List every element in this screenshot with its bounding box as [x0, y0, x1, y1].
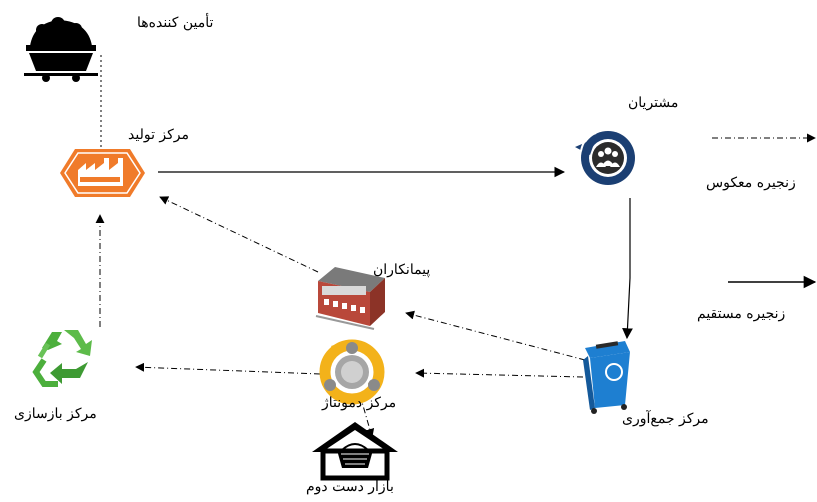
collection-label: مرکز جمع‌آوری — [622, 411, 709, 427]
production-label: مرکز تولید — [128, 127, 190, 143]
coal-cart-icon — [24, 17, 98, 82]
legend-forward-label: زنجیره مستقیم — [697, 306, 786, 322]
recycle-bin-icon — [583, 341, 630, 414]
edge-collection-dismantling — [415, 368, 584, 378]
recycle-icon — [32, 330, 92, 387]
suppliers-label: تأمین کننده‌ها — [137, 15, 214, 31]
customers-icon — [575, 131, 635, 185]
contractors-label: پیمانکاران — [373, 262, 431, 278]
recycling-label: مرکز بازسازی — [14, 406, 97, 422]
dismantling-label: مرکز دمونتاژ — [322, 395, 397, 411]
edge-collection-contractors — [405, 310, 586, 361]
edge-contractors-production — [159, 196, 319, 273]
second-market-label: بازار دست دوم — [306, 479, 394, 495]
edge-customers-collection — [622, 198, 633, 340]
second-hand-market-icon — [312, 422, 398, 481]
dismantling-icon — [319, 339, 385, 405]
customers-label: مشتریان — [628, 95, 679, 111]
building-icon — [315, 267, 385, 330]
edge-dismantling-recycling — [135, 362, 321, 375]
factory-icon — [60, 149, 145, 197]
legend-reverse-label: زنجیره معکوس — [706, 175, 796, 191]
